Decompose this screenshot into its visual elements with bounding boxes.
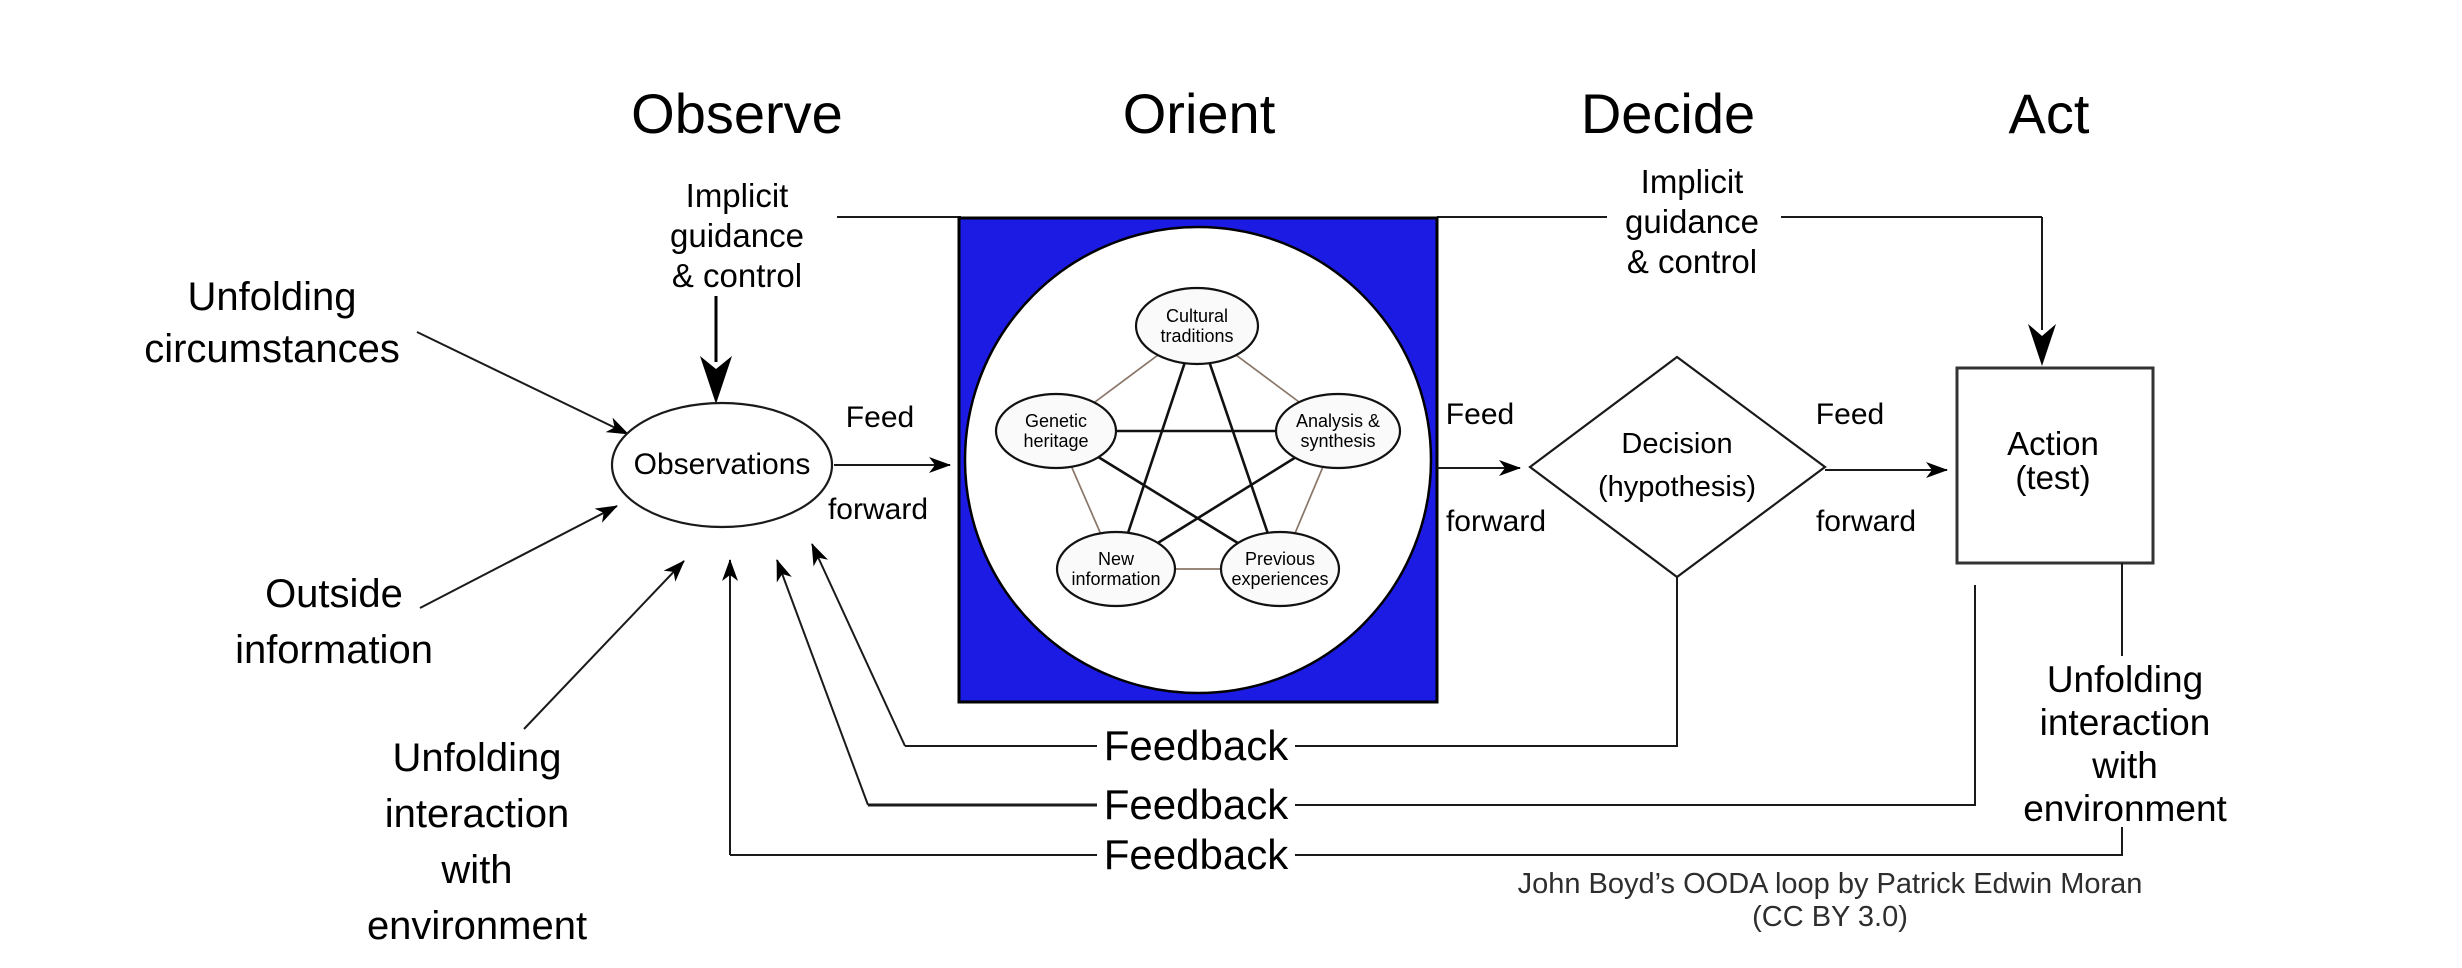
- forward-1-label: forward: [827, 493, 929, 526]
- implicit-guidance-left-label: Implicit guidance & control: [670, 177, 804, 294]
- analysis-synthesis-ellipse: [1274, 392, 1402, 470]
- outside-information-label: Outside information: [235, 572, 433, 672]
- decision-label: Decision (hypothesis): [1598, 428, 1756, 503]
- forward-2-label: forward: [1445, 505, 1547, 538]
- observations-ellipse: [610, 401, 834, 529]
- cultural-traditions-ellipse: [1134, 286, 1260, 366]
- feedback-3-label: Feedback: [1103, 831, 1289, 878]
- guidance-right-arrowhead: [2028, 324, 2056, 366]
- cultural-traditions-label: Cultural traditions: [1160, 306, 1234, 346]
- feed-1-label: Feed: [845, 401, 915, 434]
- forward-3-label: forward: [1815, 505, 1917, 538]
- header-orient: Orient: [1122, 82, 1276, 145]
- guidance-left-arrowhead: [700, 356, 732, 404]
- attribution-text: John Boyd’s OODA loop by Patrick Edwin M…: [1517, 868, 2143, 933]
- header-observe: Observe: [631, 82, 843, 145]
- unfolding-interaction-left-label: Unfolding interaction with environment: [366, 736, 588, 948]
- unfolding-circumstances-arrow: [416, 331, 629, 435]
- feedback-2-label: Feedback: [1103, 781, 1289, 828]
- previous-experiences-label: Previous experiences: [1231, 549, 1329, 589]
- genetic-heritage-ellipse: [994, 392, 1118, 470]
- action-label: Action (test): [2007, 425, 2099, 496]
- unfolding-interaction-right-label: Unfolding interaction with environment: [2023, 659, 2227, 829]
- feedback-3-line: [722, 559, 2123, 856]
- feedback-1-line: [811, 543, 1678, 747]
- genetic-heritage-label: Genetic heritage: [1023, 411, 1089, 451]
- observations-label: Observations: [633, 448, 811, 481]
- feedback-1-label: Feedback: [1103, 722, 1289, 769]
- previous-experiences-ellipse: [1219, 530, 1341, 608]
- decision-diamond: [1528, 355, 1827, 579]
- feedback-2-line: [776, 559, 1976, 807]
- unfolding-interaction-arrow: [523, 560, 685, 730]
- analysis-synthesis-label: Analysis & synthesis: [1295, 411, 1381, 451]
- header-act: Act: [2008, 82, 2090, 145]
- outside-information-arrow: [419, 505, 618, 609]
- action-box: [1955, 366, 2155, 565]
- feed-3-label: Feed: [1815, 398, 1885, 431]
- new-information-label: New information: [1071, 549, 1161, 589]
- header-decide: Decide: [1580, 82, 1756, 145]
- implicit-guidance-right-label: Implicit guidance & control: [1625, 163, 1759, 280]
- new-information-ellipse: [1055, 530, 1177, 608]
- feed-2-label: Feed: [1445, 398, 1515, 431]
- unfolding-circumstances-label: Unfolding circumstances: [144, 275, 400, 371]
- orient-cluster-ellipses: [994, 286, 1402, 608]
